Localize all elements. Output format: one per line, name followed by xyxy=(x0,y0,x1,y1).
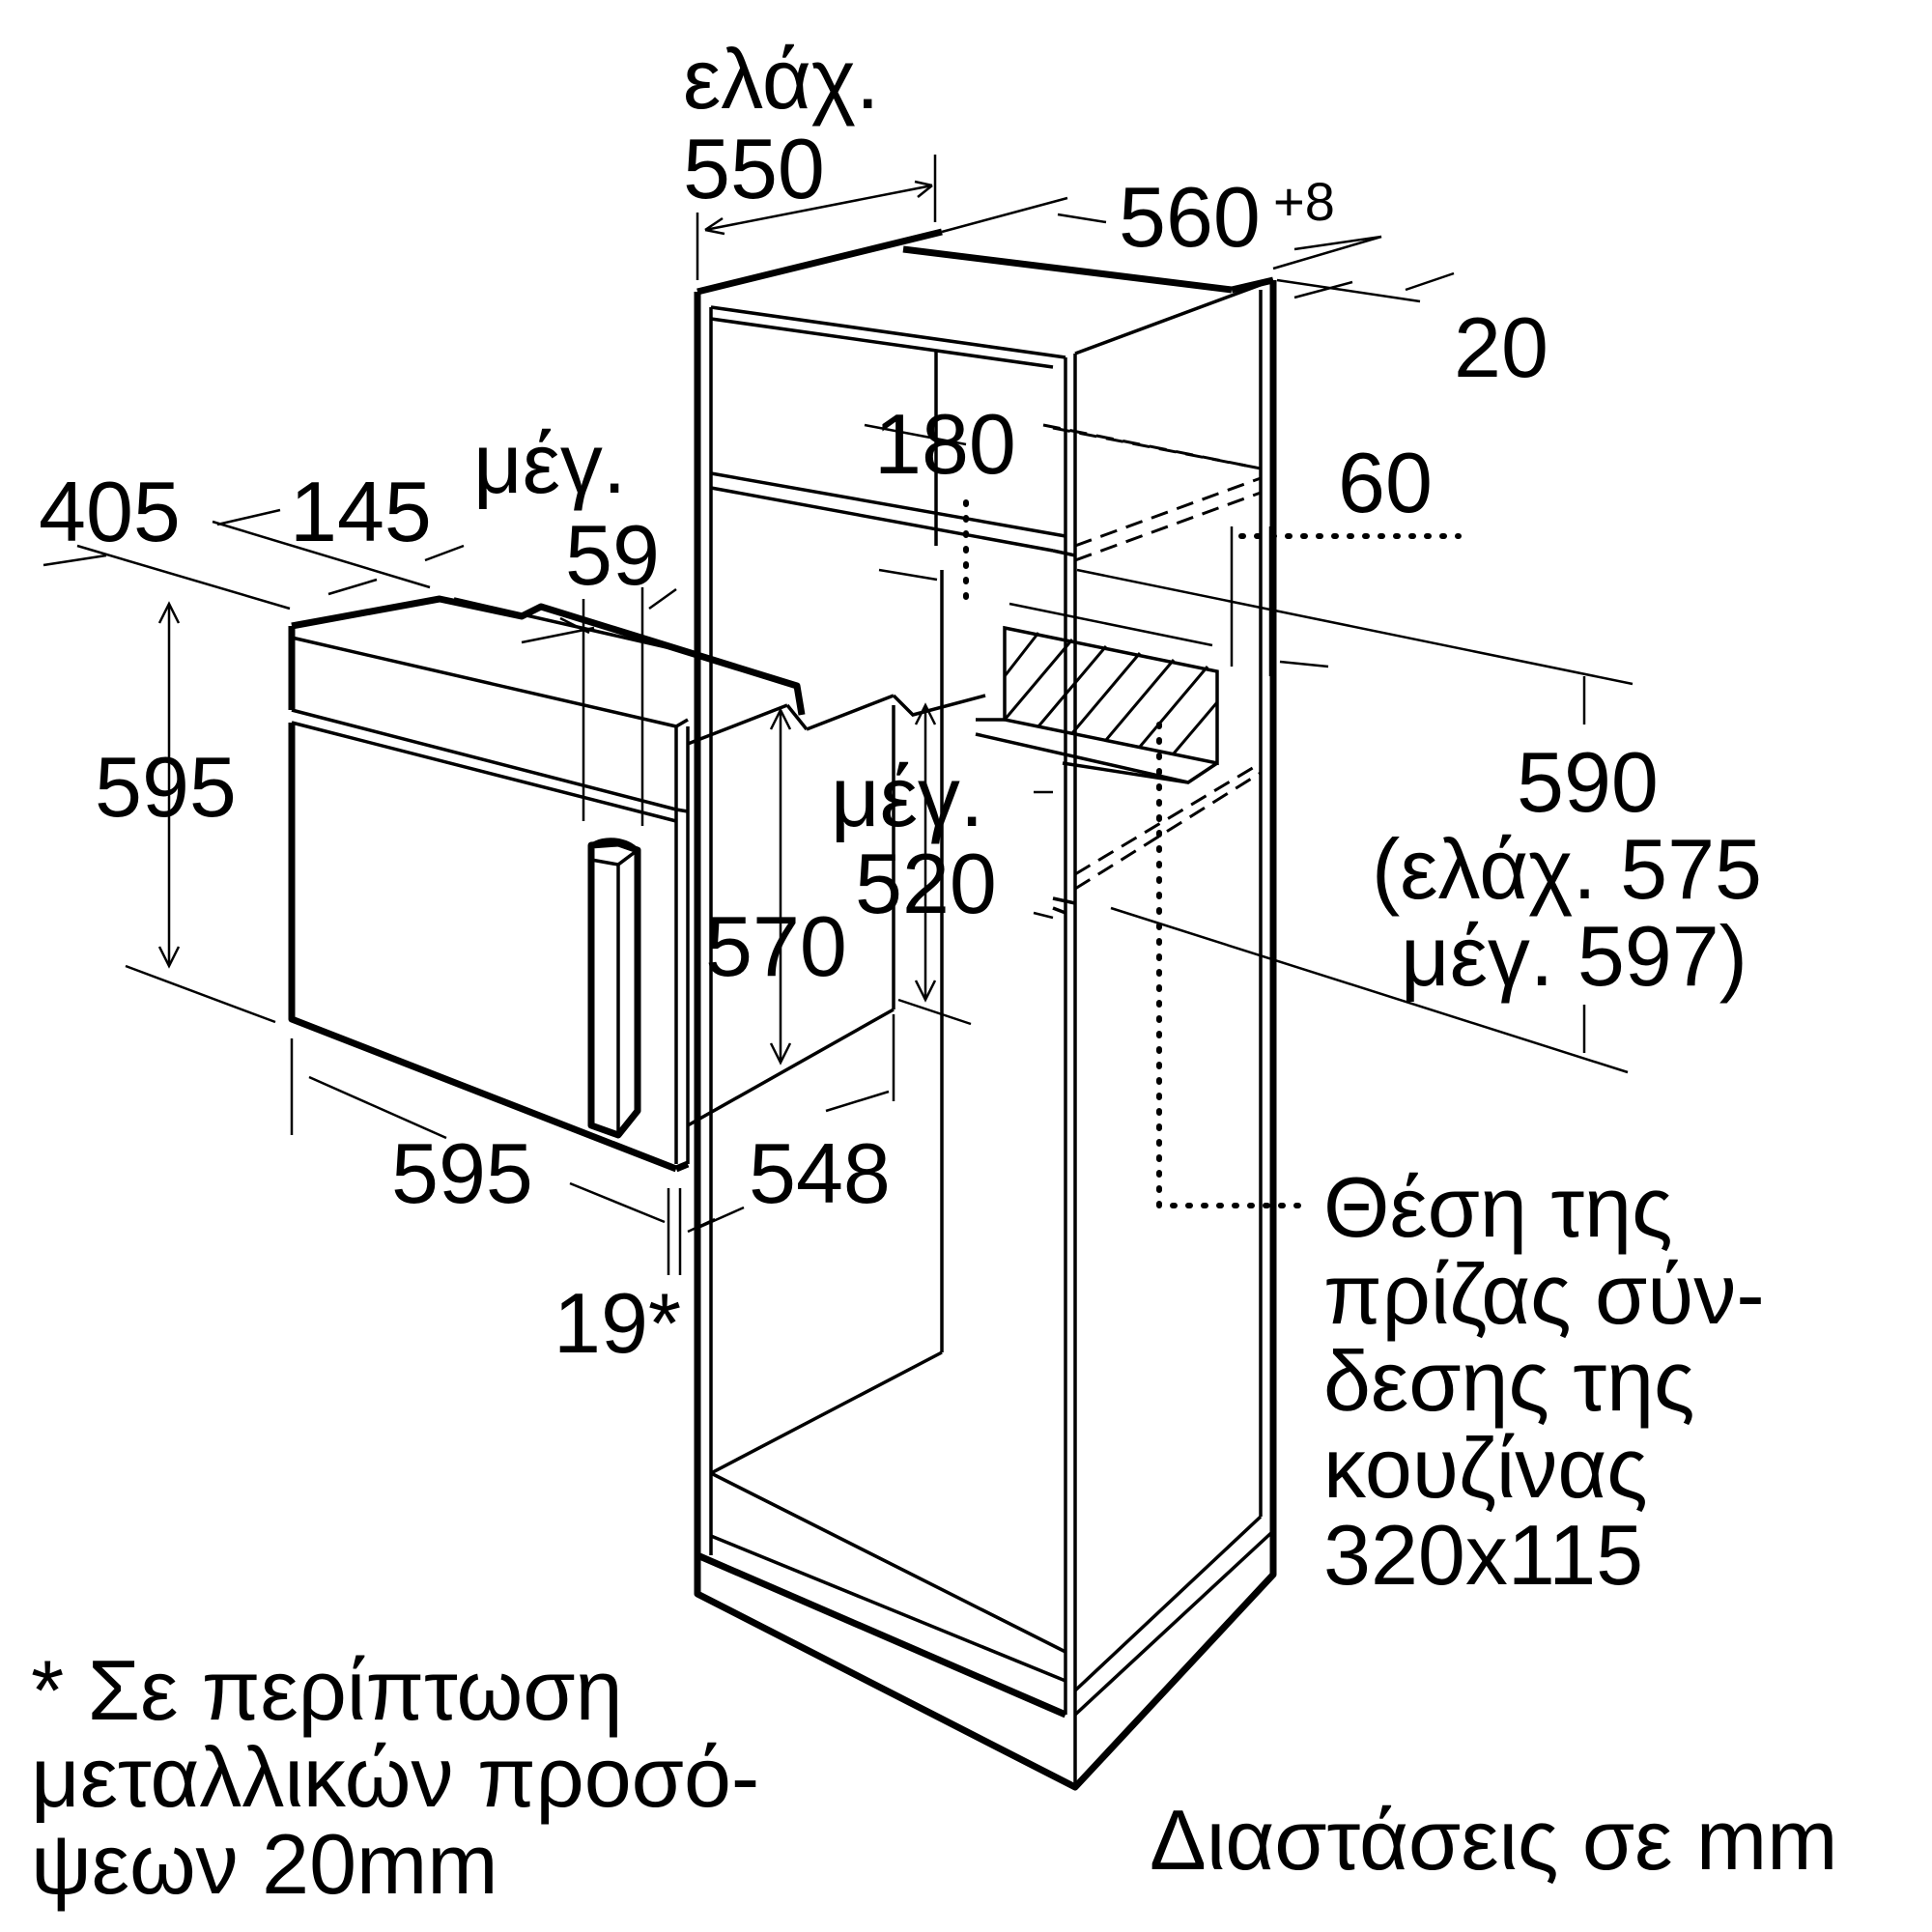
socket-area xyxy=(975,625,1302,1208)
min-depth-value: 550 xyxy=(683,121,825,216)
units-caption: Διαστάσεις σε mm xyxy=(1150,1792,1837,1888)
niche-width-tolerance: +8 xyxy=(1273,171,1335,232)
socket-note-line-3: δεσης της xyxy=(1323,1333,1694,1429)
footnote-line-1: * Σε περίπτωση xyxy=(31,1642,623,1738)
niche-height-min: (ελάχ. 575 xyxy=(1372,821,1762,917)
socket-note-line-5: 320x115 xyxy=(1323,1507,1643,1603)
niche-width-value: 560 xyxy=(1119,169,1261,265)
max-label-top: μέγ. xyxy=(473,415,626,511)
depth-145-value: 145 xyxy=(290,464,432,559)
max-label-middle: μέγ. xyxy=(831,749,983,844)
dimension-labels: ελάχ. 550 560 +8 20 180 60 405 145 μέγ. … xyxy=(39,31,1762,1371)
niche-height-max: μέγ. 597) xyxy=(1401,908,1747,1004)
width-548-value: 548 xyxy=(749,1125,891,1221)
dimension-lines xyxy=(43,155,1634,1275)
oven xyxy=(288,595,986,1173)
body-570-value: 570 xyxy=(705,898,847,994)
front-19-value: 19* xyxy=(554,1275,681,1371)
width-595-value: 595 xyxy=(391,1125,533,1221)
top-gap-value: 180 xyxy=(874,396,1016,492)
cabinet-hidden-edges xyxy=(1052,290,1263,891)
footnote-line-3: ψεων 20mm xyxy=(31,1816,498,1912)
socket-note-line-2: πρίζας σύν- xyxy=(1323,1246,1765,1342)
footnote: * Σε περίπτωση μεταλλικών προσό- ψεων 20… xyxy=(31,1642,759,1912)
socket-note-line-4: κουζίνας xyxy=(1323,1420,1648,1516)
footnote-line-2: μεταλλικών προσό- xyxy=(31,1729,759,1825)
side-clearance-value: 20 xyxy=(1454,299,1548,395)
socket-note: Θέση της πρίζας σύν- δεσης της κουζίνας … xyxy=(1323,1159,1765,1603)
rear-gap-value: 60 xyxy=(1338,435,1433,530)
socket-note-line-1: Θέση της xyxy=(1323,1159,1673,1255)
max-59-value: 59 xyxy=(565,507,660,603)
niche-height-value: 590 xyxy=(1517,734,1659,830)
min-depth-label: ελάχ. xyxy=(683,31,879,127)
height-595-value: 595 xyxy=(95,739,237,835)
depth-405-value: 405 xyxy=(39,464,181,559)
max-520-value: 520 xyxy=(855,836,997,931)
